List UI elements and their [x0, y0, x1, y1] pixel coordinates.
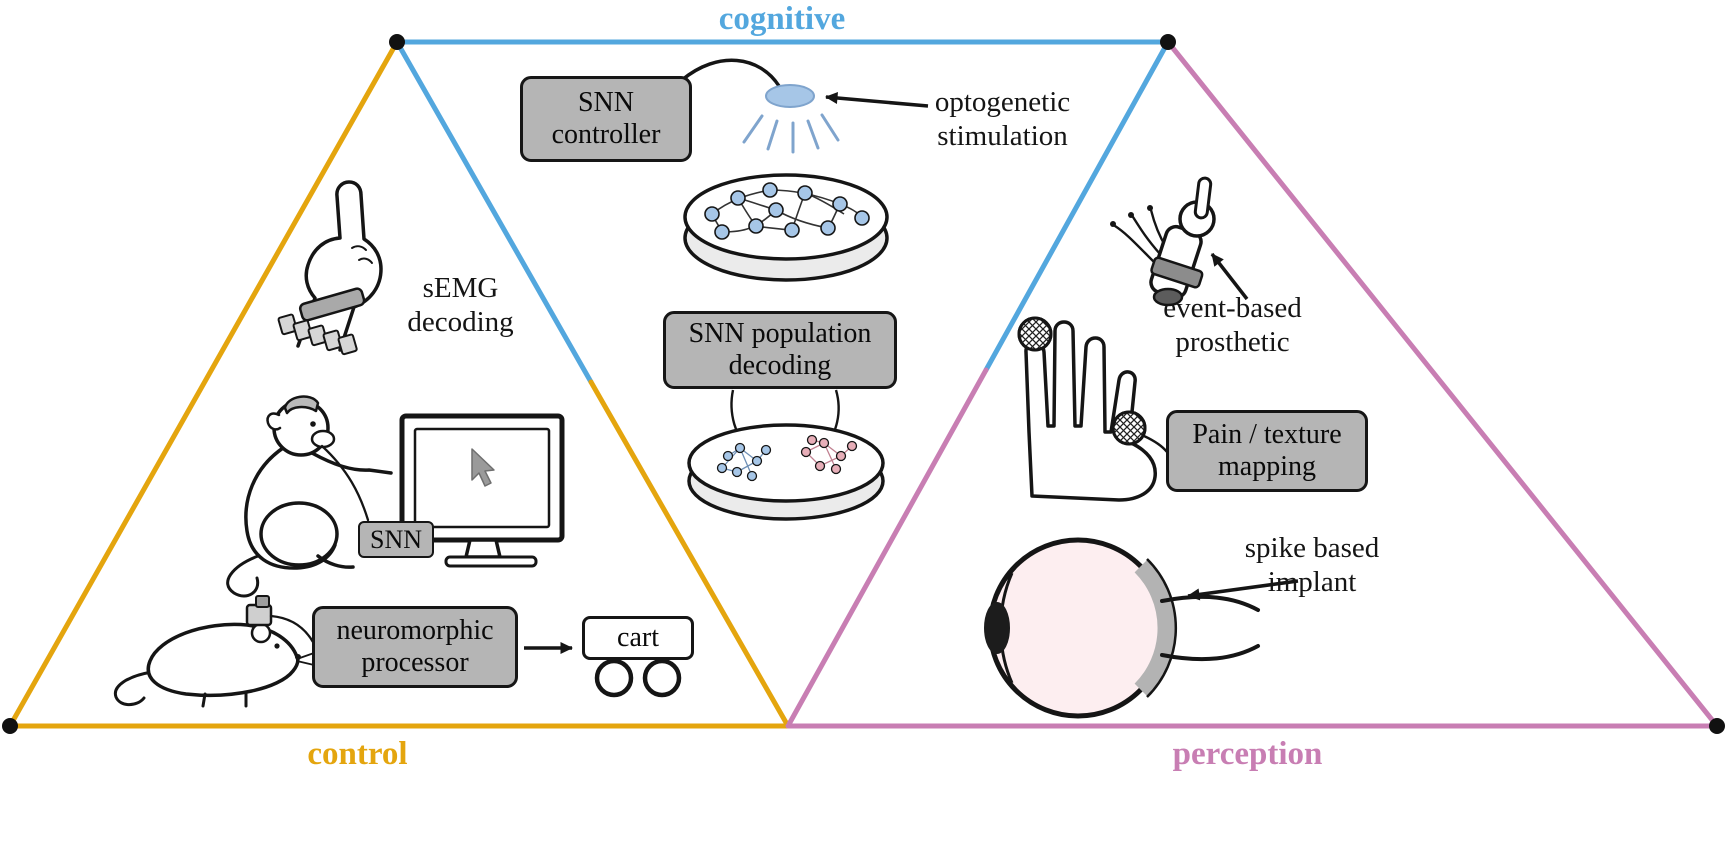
triangle-edges [7, 39, 1720, 729]
snn-controller-box: SNN controller [520, 76, 692, 162]
cart-box: cart [582, 616, 694, 660]
pain-texture-mapping-box: Pain / texture mapping [1166, 410, 1368, 492]
edge-left-outer [7, 39, 400, 729]
edge-left-inner-blue [394, 39, 594, 385]
arrow-to-lamp [825, 92, 929, 108]
optogenetic-stimulation-label: optogenetic stimulation [934, 86, 1071, 152]
light-rays-icon [742, 113, 840, 154]
snn-box: SNN [358, 521, 434, 558]
rat-icon [113, 595, 315, 708]
vertex-dot [1709, 718, 1725, 734]
semg-decoding-label: sEMG decoding [407, 272, 514, 338]
sensor-hand-icon [1017, 316, 1169, 502]
snn-population-decoding-box: SNN population decoding [663, 311, 897, 389]
event-based-prosthetic-label: event-based prosthetic [1163, 292, 1302, 358]
cursor-arrow-icon [471, 448, 495, 487]
optogenetic-lamp-icon [680, 58, 840, 154]
neuromorphic-processor-box: neuromorphic processor [312, 606, 518, 688]
monkey-bci-icon [226, 395, 393, 598]
edge-right-inner-blue [983, 39, 1171, 373]
eye-implant-icon [984, 537, 1260, 719]
vertex-dot [1160, 34, 1176, 50]
vertex-dot [389, 34, 405, 50]
cart-icon [594, 658, 682, 698]
petri-dish-network-icon [683, 173, 889, 282]
arrow-to-prosthetic [1210, 252, 1249, 301]
vertex-dot [2, 718, 18, 734]
edge-right-inner-pink [785, 367, 989, 729]
monitor-cursor-icon [399, 413, 565, 568]
perception-vertex-label: perception [1172, 736, 1323, 772]
petri-dish-populations-icon [687, 389, 885, 521]
cognitive-vertex-label: cognitive [718, 1, 846, 37]
edge-right-outer [1165, 39, 1720, 729]
prosthetic-arm-icon [1110, 176, 1216, 307]
annotation-arrows [524, 92, 1299, 654]
vertex-dots [2, 34, 1725, 734]
arrow-to-eye-implant [1187, 579, 1299, 601]
spike-based-implant-label: spike based implant [1244, 532, 1380, 598]
edge-left-inner-orange [588, 379, 791, 729]
control-vertex-label: control [307, 736, 408, 772]
semg-hand-icon [277, 180, 383, 356]
